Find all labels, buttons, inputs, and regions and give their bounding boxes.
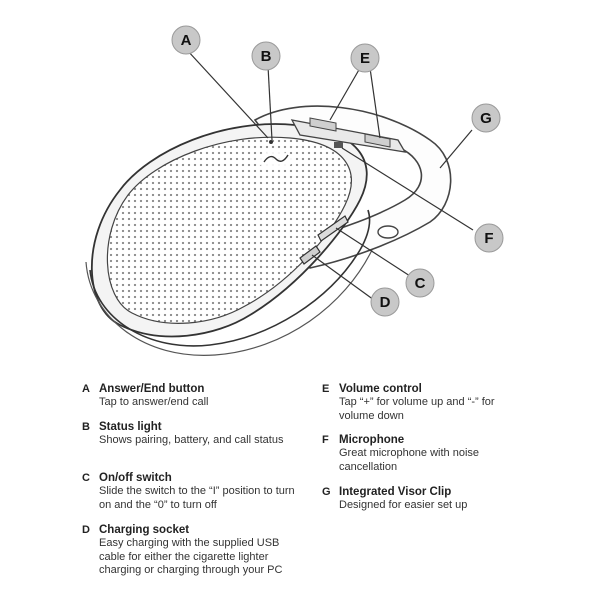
legend-letter: F: [322, 434, 329, 446]
legend-letter: A: [82, 383, 90, 395]
legend-title: Status light: [99, 421, 162, 433]
clip-hole: [377, 225, 399, 239]
callout-c-label: C: [415, 275, 426, 292]
callout-g: G: [471, 103, 501, 133]
callout-d: D: [370, 287, 400, 317]
legend-title: Answer/End button: [99, 383, 205, 395]
legend-desc: Easy charging with the supplied USB cabl…: [99, 537, 283, 576]
volume-down-key[interactable]: [309, 117, 337, 132]
microphone-port: [334, 142, 343, 148]
legend-letter: C: [82, 472, 90, 484]
callout-e: E: [350, 43, 380, 73]
callout-b: B: [251, 41, 281, 71]
legend-desc: Slide the switch to the “I” position to …: [99, 485, 295, 511]
legend-title: Microphone: [339, 434, 405, 446]
legend-letter: B: [82, 421, 90, 433]
legend-desc: Shows pairing, battery, and call status: [99, 434, 284, 446]
speakerphone-diagram: A B E G F C D: [85, 25, 504, 356]
callout-e-label: E: [360, 50, 370, 67]
legend-title: Volume control: [339, 383, 422, 395]
legend-title: On/off switch: [99, 472, 172, 484]
callout-g-label: G: [480, 110, 492, 127]
legend-letter: G: [322, 486, 331, 498]
legend-desc: Tap “+” for volume up and “-” for volume…: [339, 396, 495, 422]
status-light: [269, 140, 273, 144]
callout-a: A: [171, 25, 201, 55]
legend-desc: Great microphone with noise cancellation: [339, 447, 480, 473]
legend-desc: Tap to answer/end call: [99, 396, 209, 408]
legend-title: Charging socket: [99, 524, 190, 536]
legend-letter: D: [82, 524, 90, 536]
callout-d-label: D: [380, 294, 391, 311]
legend-desc: Designed for easier set up: [339, 499, 468, 511]
legend-left-column: A Answer/End button Tap to answer/end ca…: [82, 383, 312, 593]
callout-f-label: F: [484, 230, 493, 247]
legend-right-column: E Volume control Tap “+” for volume up a…: [322, 383, 552, 523]
answer-end-button[interactable]: [257, 151, 293, 169]
callout-a-label: A: [181, 32, 192, 49]
legend-letter: E: [322, 383, 330, 395]
legend-title: Integrated Visor Clip: [339, 486, 452, 498]
volume-up-key[interactable]: [364, 133, 391, 148]
charging-socket: [299, 245, 321, 265]
device-base: [89, 209, 371, 347]
on-off-switch[interactable]: [317, 215, 349, 242]
callout-c: C: [405, 268, 435, 298]
callout-f: F: [474, 223, 504, 253]
callout-b-label: B: [261, 48, 272, 65]
leader-lines: [186, 49, 474, 301]
